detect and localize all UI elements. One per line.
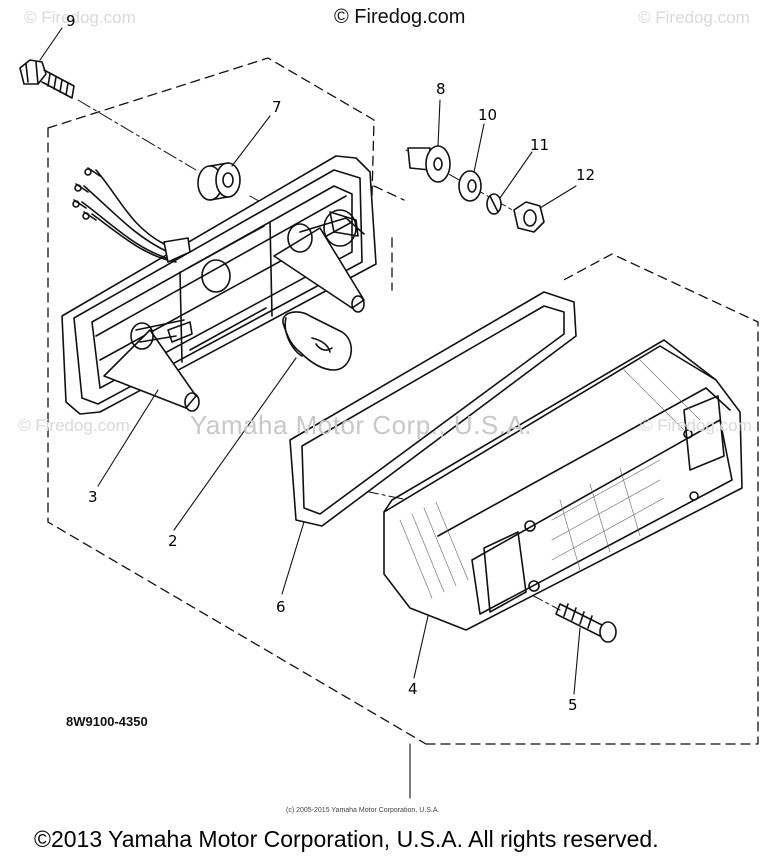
watermark-corner-top-right: © Firedog.com <box>638 8 750 27</box>
screw-part-5 <box>555 603 617 643</box>
collar-part-8 <box>407 145 451 183</box>
watermark-corner-top-left: © Firedog.com <box>24 8 136 27</box>
leader-lines <box>39 27 581 799</box>
callout-7: 7 <box>272 98 282 116</box>
callout-9: 9 <box>66 12 76 30</box>
watermark-corner-mid-right: © Firedog.com <box>640 416 752 435</box>
small-copyright: (c) 2005-2015 Yamaha Motor Corporation, … <box>286 807 440 814</box>
washer-part-10 <box>458 170 482 202</box>
lock-washer-part-11 <box>486 193 502 215</box>
gasket-part-6 <box>289 291 577 527</box>
lens-part-4 <box>383 339 743 631</box>
callout-10: 10 <box>478 106 498 124</box>
bulb-part-2 <box>282 311 352 371</box>
callout-12: 12 <box>576 166 596 184</box>
callout-2: 2 <box>168 532 178 550</box>
footer-copyright: ©2013 Yamaha Motor Corporation, U.S.A. A… <box>34 826 659 852</box>
lamp-base-housing <box>61 155 377 415</box>
assembly-boundary <box>47 57 759 745</box>
callout-3: 3 <box>88 488 98 506</box>
nut-part-12 <box>513 201 545 233</box>
callout-5: 5 <box>568 696 578 714</box>
watermark-corner-mid-left: © Firedog.com <box>18 416 130 435</box>
watermark-top: © Firedog.com <box>334 6 466 28</box>
bolt-part-9 <box>19 59 75 99</box>
part-code: 8W9100-4350 <box>66 714 148 729</box>
watermark-center: Yamaha Motor Corp., U.S.A. <box>190 410 532 440</box>
callout-11: 11 <box>530 136 550 154</box>
callout-8: 8 <box>436 80 446 98</box>
grommet-part-7 <box>197 162 241 201</box>
callout-6: 6 <box>276 598 286 616</box>
callout-4: 4 <box>408 680 418 698</box>
